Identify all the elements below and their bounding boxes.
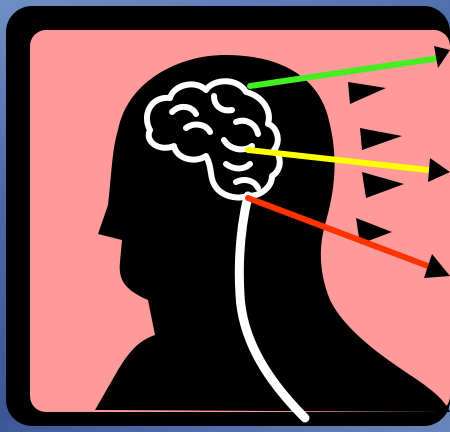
illustration-canvas [0, 0, 450, 432]
